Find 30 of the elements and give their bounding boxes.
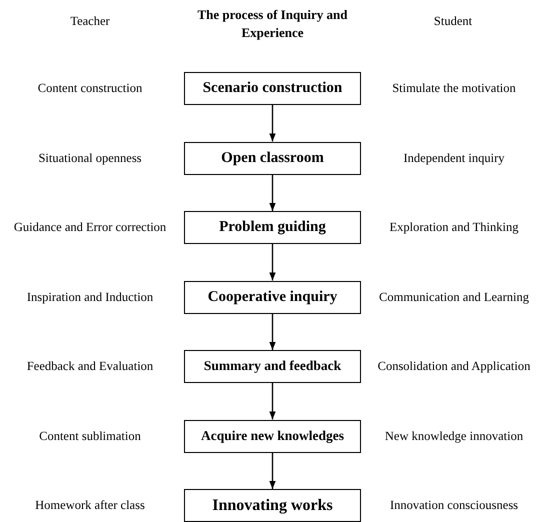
student-role-text: Independent inquiry xyxy=(402,150,506,167)
teacher-role-text: Homework after class xyxy=(34,497,146,514)
arrow xyxy=(269,383,276,420)
diagram-title: The process of Inquiry and Experience xyxy=(196,6,348,42)
process-box: Open classroom xyxy=(184,142,361,174)
column-heading: Teacher xyxy=(69,13,111,30)
student-role-text: Innovation consciousness xyxy=(388,497,520,514)
process-box: Cooperative inquiry xyxy=(184,280,361,314)
student-role-text: Exploration and Thinking xyxy=(388,219,520,236)
arrow xyxy=(269,244,276,280)
student-role-text: New knowledge innovation xyxy=(384,428,524,445)
teacher-role-text: Feedback and Evaluation xyxy=(26,358,154,375)
teacher-role-text: Guidance and Error correction xyxy=(12,219,168,236)
column-heading: Student xyxy=(432,13,474,30)
process-box: Problem guiding xyxy=(184,211,361,244)
student-role-text: Communication and Learning xyxy=(378,288,530,306)
process-box: Acquire new knowledges xyxy=(184,420,361,452)
process-box: Scenario construction xyxy=(184,72,361,105)
process-box: Summary and feedback xyxy=(184,350,361,383)
process-box: Innovating works xyxy=(184,489,361,522)
teacher-role-text: Content construction xyxy=(36,80,144,97)
arrow xyxy=(269,452,276,489)
teacher-role-text: Content sublimation xyxy=(38,428,142,444)
arrow xyxy=(269,314,276,350)
teacher-role-text: Inspiration and Induction xyxy=(26,288,154,306)
teacher-role-text: Situational openness xyxy=(37,150,143,167)
arrow xyxy=(269,105,276,142)
student-role-text: Stimulate the motivation xyxy=(391,80,517,97)
arrow xyxy=(269,174,276,211)
student-role-text: Consolidation and Application xyxy=(376,358,532,375)
